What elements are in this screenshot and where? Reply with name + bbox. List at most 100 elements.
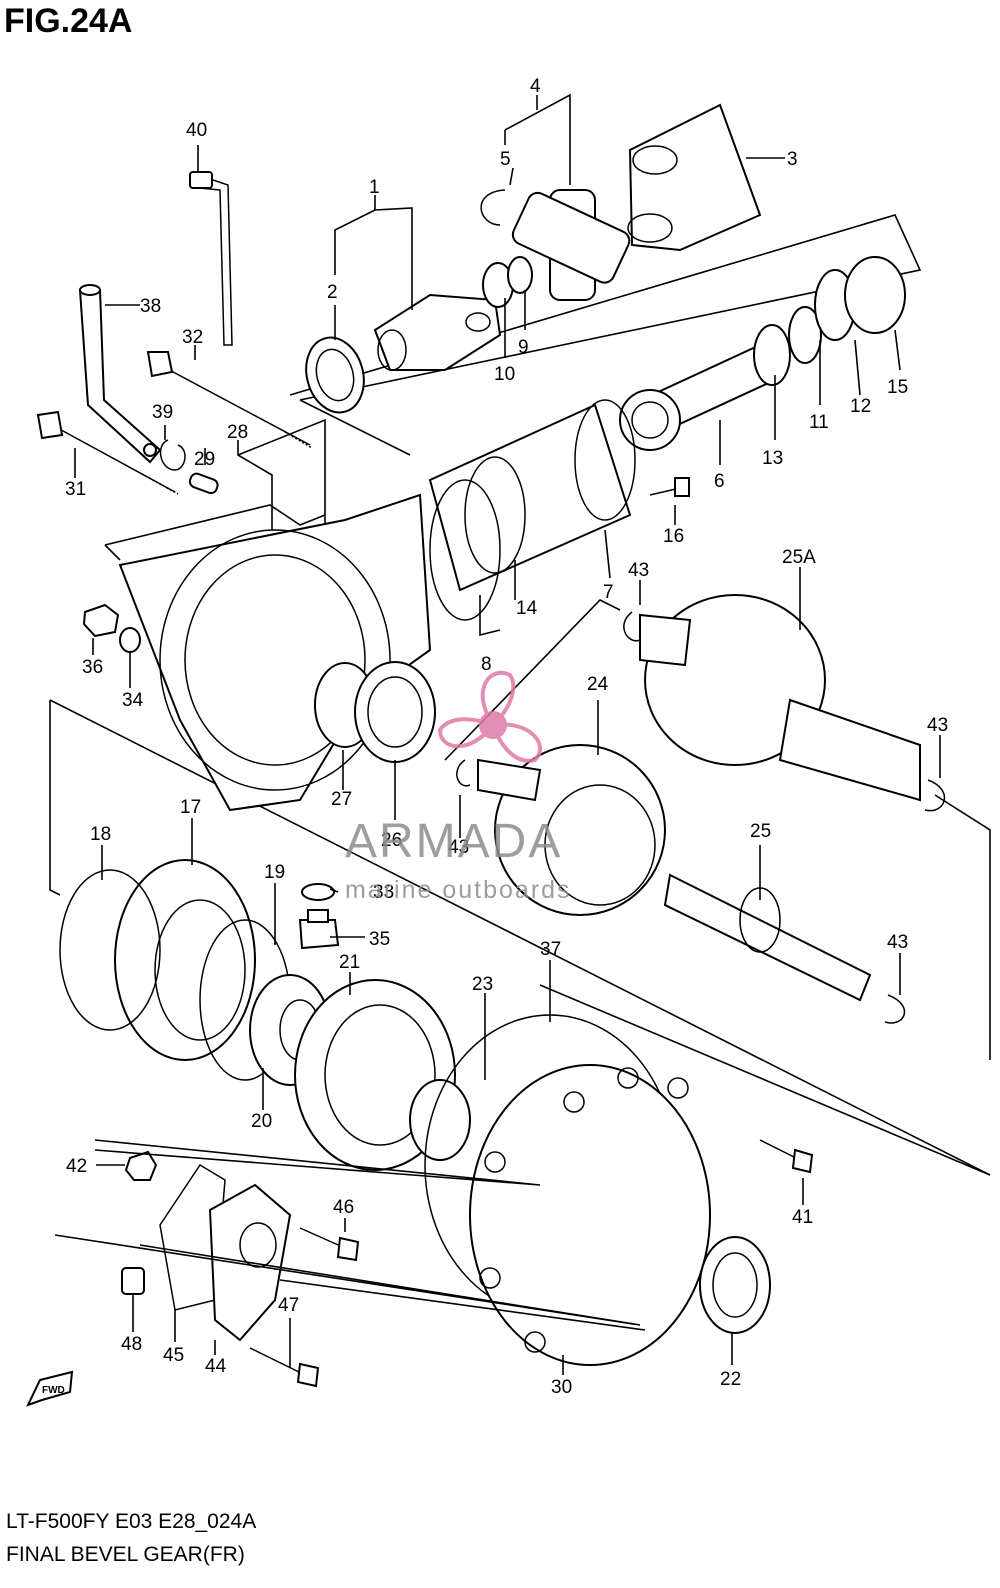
- callout-19: 19: [264, 862, 285, 883]
- callout-30: 30: [551, 1377, 572, 1398]
- part-17-ring-gear: [114, 859, 256, 1061]
- part-7-bearing-housing: [428, 399, 636, 592]
- callout-4: 4: [530, 76, 541, 97]
- callout-45: 45: [163, 1345, 184, 1366]
- callout-43-c: 43: [448, 837, 469, 858]
- part-47-bolt: [249, 1347, 320, 1388]
- part-41-bolt: [759, 1139, 814, 1174]
- part-22-oil-seal: [699, 1236, 771, 1334]
- part-39-clip: [143, 439, 186, 471]
- watermark-tagline: marine outboards: [345, 876, 572, 904]
- part-43-circlip-c: [456, 759, 471, 787]
- part-23-bearing: [409, 1079, 471, 1161]
- callout-10: 10: [494, 364, 515, 385]
- part-15-bearing-race: [844, 256, 906, 334]
- callout-7: 7: [603, 582, 614, 603]
- part-11-bearing-race: [788, 306, 822, 364]
- part-43-circlip-d: [884, 994, 906, 1024]
- callout-29: 29: [194, 449, 215, 470]
- fwd-label: FWD: [42, 1385, 65, 1396]
- callout-8: 8: [481, 654, 492, 675]
- callout-27: 27: [331, 789, 352, 810]
- callout-34: 34: [122, 690, 144, 711]
- part-6-pinion-gear-shaft: [619, 343, 777, 451]
- callout-32: 32: [182, 327, 203, 348]
- callout-31: 31: [65, 479, 86, 500]
- part-25a-drive-shaft: [639, 594, 921, 802]
- callout-23: 23: [472, 974, 493, 995]
- part-4-universal-joint-spider: [511, 189, 631, 301]
- part-8-gasket: [429, 479, 501, 621]
- part-31-long-bolt: [36, 410, 179, 495]
- callout-42: 42: [66, 1156, 87, 1177]
- part-24-coupling: [477, 744, 666, 916]
- callout-43-b: 43: [927, 715, 948, 736]
- callout-18: 18: [90, 824, 111, 845]
- part-42-nut: [124, 1150, 158, 1181]
- part-13-bearing: [753, 324, 791, 386]
- callout-15: 15: [887, 377, 908, 398]
- callout-2: 2: [327, 282, 338, 303]
- group-outlines: [49, 214, 991, 1176]
- part-16-bolt: [649, 477, 690, 497]
- callout-13: 13: [762, 448, 783, 469]
- part-9-washer: [507, 256, 533, 294]
- callout-22: 22: [720, 1369, 741, 1390]
- callout-38: 38: [140, 296, 161, 317]
- part-46-bolt: [299, 1227, 360, 1262]
- callout-20: 20: [251, 1111, 272, 1132]
- part-1-flange-yoke: [373, 293, 502, 371]
- callout-44: 44: [205, 1356, 227, 1377]
- callout-33: 33: [373, 882, 394, 903]
- callout-47: 47: [278, 1295, 299, 1316]
- callout-43-a: 43: [628, 560, 649, 581]
- callout-46: 46: [333, 1197, 354, 1218]
- callout-11: 11: [809, 412, 829, 433]
- diagram-name: FINAL BEVEL GEAR(FR): [6, 1543, 245, 1566]
- callout-12: 12: [850, 396, 871, 417]
- callout-3: 3: [787, 149, 798, 170]
- part-2-oil-seal: [305, 336, 365, 414]
- part-33-gasket: [301, 883, 335, 901]
- part-28-gear-case-housing: [118, 493, 432, 812]
- callout-6: 6: [714, 471, 725, 492]
- callout-37: 37: [540, 939, 561, 960]
- part-18-shim: [59, 869, 161, 1031]
- part-30-gear-case-cover: [469, 1064, 711, 1366]
- callout-35: 35: [369, 929, 390, 950]
- model-code: LT-F500FY E03 E28_024A: [6, 1510, 257, 1533]
- part-43-circlip-b: [924, 779, 946, 812]
- part-34-gasket: [119, 627, 141, 653]
- callout-1: 1: [369, 177, 380, 198]
- reference-lines: [54, 1139, 646, 1331]
- callout-21: 21: [339, 952, 360, 973]
- part-36-plug: [82, 603, 120, 638]
- callout-36: 36: [82, 657, 103, 678]
- part-5-circlip: [480, 189, 506, 226]
- part-29-dowel-pin: [188, 472, 219, 495]
- figure-title: FIG.24A: [4, 2, 133, 40]
- callout-14: 14: [516, 598, 538, 619]
- callout-43-d: 43: [887, 932, 908, 953]
- watermark-brand: ARMADA: [345, 815, 562, 868]
- callout-leaders: [74, 93, 941, 1375]
- part-40-breather-pipe: [189, 171, 233, 346]
- callout-39: 39: [152, 402, 173, 423]
- part-25-drive-shaft: [663, 873, 872, 1002]
- callout-labels: 4 5 3 1 2 9 10 11 12 15 13 6 16 7 14 8 4…: [65, 76, 948, 1398]
- armada-propeller-logo: [437, 671, 542, 763]
- part-43-circlip-a: [623, 611, 641, 642]
- callout-5: 5: [500, 149, 511, 170]
- armada-watermark: ARMADA marine outboards: [345, 671, 572, 904]
- callout-48: 48: [121, 1334, 142, 1355]
- callout-24: 24: [587, 674, 609, 695]
- callout-41: 41: [792, 1207, 813, 1228]
- callout-16: 16: [663, 526, 684, 547]
- callout-28: 28: [227, 422, 248, 443]
- callout-26: 26: [381, 830, 402, 851]
- part-35-drain-plug: [298, 909, 340, 950]
- fwd-arrow-icon: FWD: [26, 1370, 74, 1407]
- part-3-flange: [627, 103, 762, 252]
- callout-40: 40: [186, 120, 207, 141]
